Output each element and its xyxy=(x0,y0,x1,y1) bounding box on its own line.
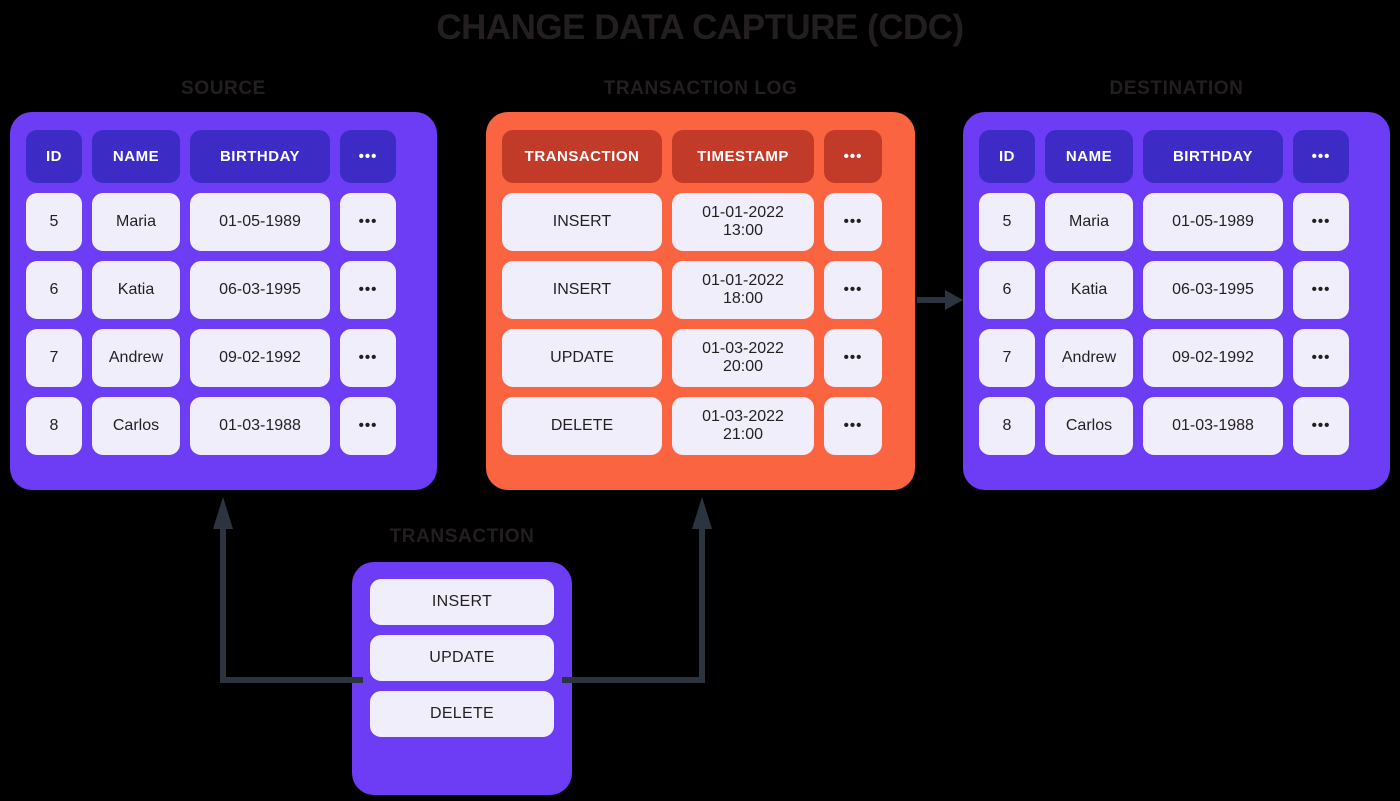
transaction-operations-panel: INSERT UPDATE DELETE xyxy=(352,562,572,795)
transaction-log-panel: TRANSACTION TIMESTAMP ••• INSERT 01-01-2… xyxy=(486,112,915,490)
source-cell-id: 6 xyxy=(26,261,82,319)
log-cell-more-icon: ••• xyxy=(824,193,882,251)
source-cell-name: Carlos xyxy=(92,397,180,455)
destination-cell-more-icon: ••• xyxy=(1293,397,1349,455)
source-cell-birthday: 01-03-1988 xyxy=(190,397,330,455)
destination-label: DESTINATION xyxy=(1109,78,1244,99)
log-cell-more-icon: ••• xyxy=(824,397,882,455)
destination-cell-name: Maria xyxy=(1045,193,1133,251)
table-row: 8 Carlos 01-03-1988 ••• xyxy=(26,397,421,455)
operation-insert: INSERT xyxy=(370,579,554,625)
log-cell-more-icon: ••• xyxy=(824,261,882,319)
destination-cell-birthday: 09-02-1992 xyxy=(1143,329,1283,387)
destination-cell-id: 5 xyxy=(979,193,1035,251)
operation-delete: DELETE xyxy=(370,691,554,737)
source-cell-name: Andrew xyxy=(92,329,180,387)
destination-column-id: ID xyxy=(979,130,1035,183)
log-cell-transaction: UPDATE xyxy=(502,329,662,387)
source-column-more-icon: ••• xyxy=(340,130,396,183)
table-row: 8 Carlos 01-03-1988 ••• xyxy=(979,397,1374,455)
page-title: CHANGE DATA CAPTURE (CDC) xyxy=(436,8,964,47)
table-row: UPDATE 01-03-2022 20:00 ••• xyxy=(502,329,899,387)
destination-column-birthday: BIRTHDAY xyxy=(1143,130,1283,183)
source-cell-id: 7 xyxy=(26,329,82,387)
log-cell-transaction: INSERT xyxy=(502,261,662,319)
transaction-log-label: TRANSACTION LOG xyxy=(603,78,798,99)
destination-header-row: ID NAME BIRTHDAY ••• xyxy=(979,130,1374,183)
source-column-name: NAME xyxy=(92,130,180,183)
destination-table-panel: ID NAME BIRTHDAY ••• 5 Maria 01-05-1989 … xyxy=(963,112,1390,490)
operation-update: UPDATE xyxy=(370,635,554,681)
table-row: 6 Katia 06-03-1995 ••• xyxy=(979,261,1374,319)
source-cell-more-icon: ••• xyxy=(340,397,396,455)
arrow-transaction-to-log-icon xyxy=(562,497,712,683)
destination-cell-id: 7 xyxy=(979,329,1035,387)
log-cell-timestamp: 01-03-2022 20:00 xyxy=(672,329,814,387)
source-cell-name: Katia xyxy=(92,261,180,319)
table-row: 7 Andrew 09-02-1992 ••• xyxy=(26,329,421,387)
destination-cell-more-icon: ••• xyxy=(1293,329,1349,387)
destination-cell-id: 6 xyxy=(979,261,1035,319)
destination-cell-more-icon: ••• xyxy=(1293,261,1349,319)
table-row: 6 Katia 06-03-1995 ••• xyxy=(26,261,421,319)
destination-cell-birthday: 06-03-1995 xyxy=(1143,261,1283,319)
log-cell-timestamp: 01-01-2022 18:00 xyxy=(672,261,814,319)
source-cell-birthday: 01-05-1989 xyxy=(190,193,330,251)
log-cell-transaction: INSERT xyxy=(502,193,662,251)
source-column-birthday: BIRTHDAY xyxy=(190,130,330,183)
source-cell-birthday: 06-03-1995 xyxy=(190,261,330,319)
log-cell-timestamp: 01-03-2022 21:00 xyxy=(672,397,814,455)
source-cell-birthday: 09-02-1992 xyxy=(190,329,330,387)
destination-cell-name: Andrew xyxy=(1045,329,1133,387)
table-row: DELETE 01-03-2022 21:00 ••• xyxy=(502,397,899,455)
destination-cell-birthday: 01-05-1989 xyxy=(1143,193,1283,251)
table-row: 5 Maria 01-05-1989 ••• xyxy=(26,193,421,251)
table-row: INSERT 01-01-2022 13:00 ••• xyxy=(502,193,899,251)
destination-cell-birthday: 01-03-1988 xyxy=(1143,397,1283,455)
destination-column-more-icon: ••• xyxy=(1293,130,1349,183)
log-column-transaction: TRANSACTION xyxy=(502,130,662,183)
source-label: SOURCE xyxy=(181,78,266,99)
source-header-row: ID NAME BIRTHDAY ••• xyxy=(26,130,421,183)
destination-cell-id: 8 xyxy=(979,397,1035,455)
log-column-timestamp: TIMESTAMP xyxy=(672,130,814,183)
transaction-box-label: TRANSACTION xyxy=(389,526,535,547)
source-cell-name: Maria xyxy=(92,193,180,251)
table-row: 7 Andrew 09-02-1992 ••• xyxy=(979,329,1374,387)
source-cell-id: 5 xyxy=(26,193,82,251)
log-cell-timestamp: 01-01-2022 13:00 xyxy=(672,193,814,251)
log-column-more-icon: ••• xyxy=(824,130,882,183)
source-cell-more-icon: ••• xyxy=(340,261,396,319)
destination-cell-name: Katia xyxy=(1045,261,1133,319)
destination-cell-name: Carlos xyxy=(1045,397,1133,455)
destination-column-name: NAME xyxy=(1045,130,1133,183)
source-column-id: ID xyxy=(26,130,82,183)
source-cell-id: 8 xyxy=(26,397,82,455)
table-row: 5 Maria 01-05-1989 ••• xyxy=(979,193,1374,251)
source-cell-more-icon: ••• xyxy=(340,193,396,251)
arrow-log-to-destination-icon xyxy=(917,290,963,310)
log-cell-transaction: DELETE xyxy=(502,397,662,455)
log-cell-more-icon: ••• xyxy=(824,329,882,387)
source-table-panel: ID NAME BIRTHDAY ••• 5 Maria 01-05-1989 … xyxy=(10,112,437,490)
destination-cell-more-icon: ••• xyxy=(1293,193,1349,251)
table-row: INSERT 01-01-2022 18:00 ••• xyxy=(502,261,899,319)
source-cell-more-icon: ••• xyxy=(340,329,396,387)
log-header-row: TRANSACTION TIMESTAMP ••• xyxy=(502,130,899,183)
arrow-transaction-to-source-icon xyxy=(213,497,363,683)
